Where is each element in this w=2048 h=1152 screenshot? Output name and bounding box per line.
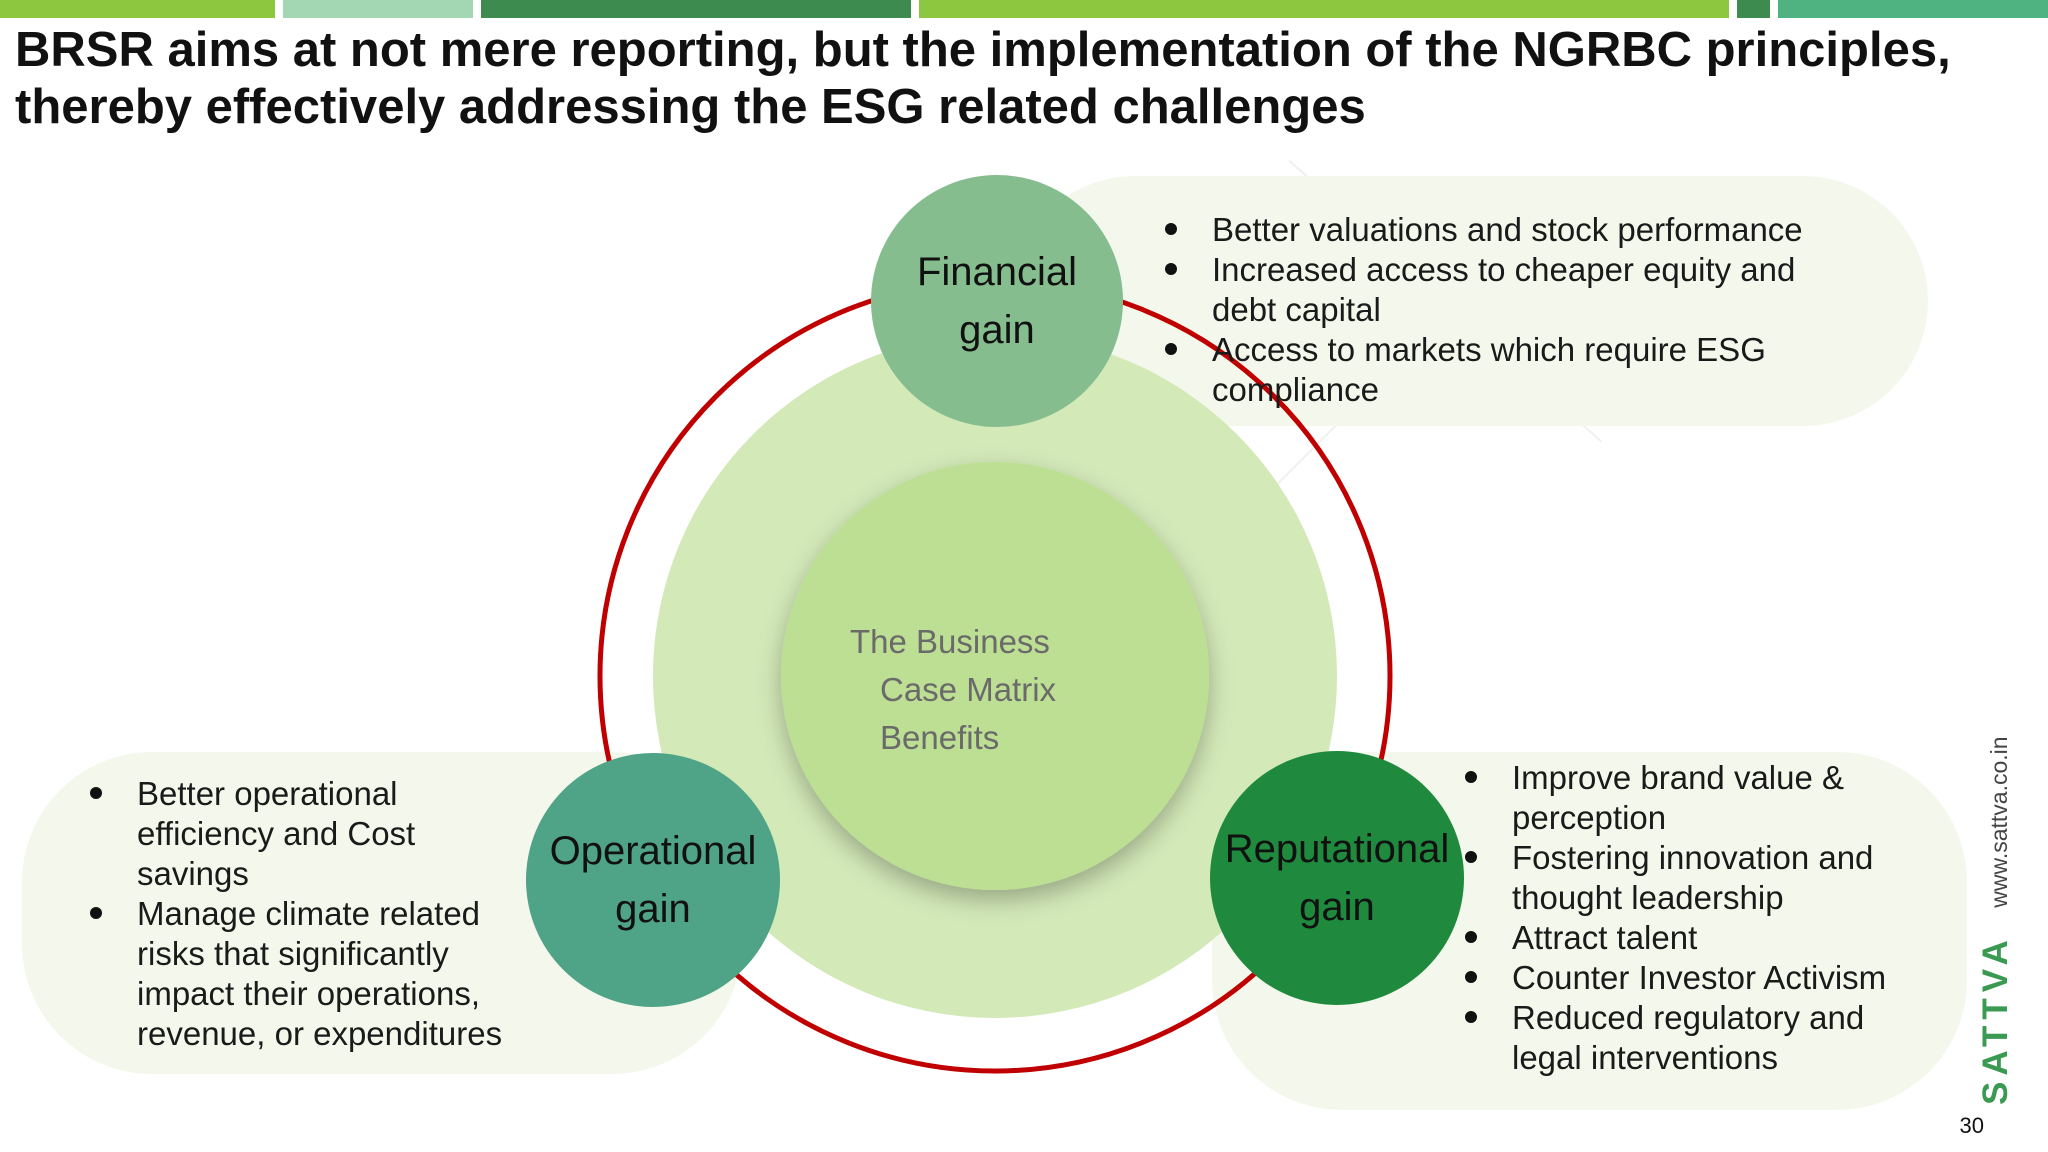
operational-benefits-list: Better operational efficiency and Cost s…	[90, 774, 520, 1054]
list-item: Reduced regulatory and legal interventio…	[1465, 998, 1905, 1078]
list-item: Improve brand value & perception	[1465, 758, 1905, 838]
top-decorative-bar	[0, 0, 2048, 18]
list-item: Better operational efficiency and Cost s…	[90, 774, 520, 894]
financial-gain-label-line: gain	[959, 308, 1035, 352]
list-item: Increased access to cheaper equity and d…	[1165, 250, 1845, 330]
center-circle	[781, 462, 1209, 890]
list-item: Better valuations and stock performance	[1165, 210, 1845, 250]
operational-gain-circle: Operational gain	[526, 753, 780, 1007]
top-bar-segment	[0, 0, 275, 18]
list-item: Access to markets which require ESG comp…	[1165, 330, 1845, 410]
list-item: Fostering innovation and thought leaders…	[1465, 838, 1905, 918]
brand-url: www.sattva.co.in	[1986, 736, 2012, 908]
operational-gain-label-line: gain	[615, 887, 691, 931]
financial-benefits-list: Better valuations and stock performance …	[1165, 210, 1845, 410]
reputational-gain-label-line: Reputational	[1224, 827, 1450, 871]
center-label: The Business Case Matrix Benefits	[850, 618, 1110, 762]
reputational-benefits-list: Improve brand value & perception Fosteri…	[1465, 758, 1905, 1078]
financial-gain-circle: Financial gain	[871, 175, 1123, 427]
financial-gain-label-line: Financial	[916, 250, 1078, 294]
list-item: Manage climate related risks that signif…	[90, 894, 520, 1054]
reputational-gain-label-line: gain	[1299, 885, 1375, 929]
page-number: 30	[1959, 1113, 1984, 1138]
brand-logo-text: SATTVA	[1976, 934, 2015, 1105]
top-bar-segment	[283, 0, 473, 18]
top-bar-segment	[1737, 0, 1770, 18]
list-item: Attract talent	[1465, 918, 1905, 958]
slide-title: BRSR aims at not mere reporting, but the…	[15, 23, 1951, 134]
reputational-gain-circle: Reputational gain	[1210, 751, 1464, 1005]
list-item: Counter Investor Activism	[1465, 958, 1905, 998]
top-bar-segment	[481, 0, 911, 18]
top-bar-segment	[919, 0, 1729, 18]
center-label-line: Case Matrix	[880, 671, 1057, 708]
center-label-line: Benefits	[880, 719, 1000, 756]
center-label-line: The Business	[850, 623, 1050, 660]
operational-gain-label-line: Operational	[549, 829, 757, 873]
brand-mark: SATTVA www.sattva.co.in	[1976, 736, 2016, 1105]
top-bar-segment	[1778, 0, 2048, 18]
